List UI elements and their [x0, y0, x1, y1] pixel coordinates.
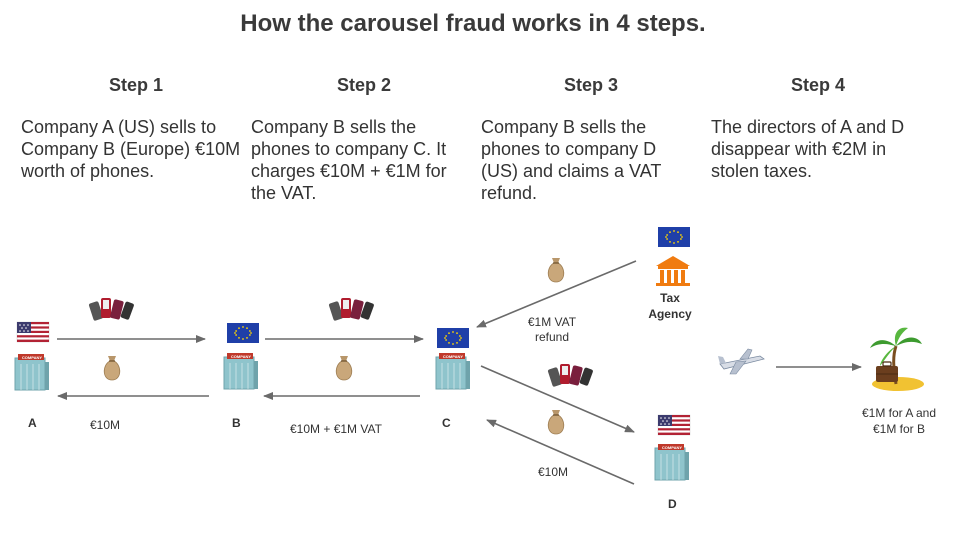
step-3-description: Company B sells the phones to company D …: [481, 117, 662, 203]
money-bag-icon: [547, 409, 565, 435]
tax-agency-building-icon: [656, 256, 690, 286]
money-bag-icon: [547, 257, 565, 283]
node-label-b: B: [232, 416, 241, 430]
company-building-icon: COMPANY: [14, 353, 50, 391]
company-sign: COMPANY: [22, 355, 42, 360]
node-label-a: A: [28, 416, 37, 430]
label-stolen-split-line2: €1M for B: [872, 422, 926, 436]
airplane-icon: [718, 348, 765, 375]
step-3-heading: Step 3: [563, 75, 619, 95]
us-flag-icon: [657, 414, 691, 436]
label-vat-refund-line1: €1M VAT: [527, 315, 577, 329]
arrow-c-to-d-goods: [480, 365, 635, 433]
tax-agency-label-line2: Agency: [648, 307, 692, 321]
us-flag-icon: [16, 321, 50, 343]
palm-island-suitcase-icon: [870, 327, 924, 391]
label-vat-refund-line2: refund: [534, 330, 570, 344]
step-1-heading: Step 1: [108, 75, 164, 95]
label-d-c-money: €10M: [538, 465, 569, 479]
eu-flag-icon: [227, 323, 259, 343]
step-2-description: Company B sells the phones to company C.…: [251, 117, 447, 203]
phones-icon: [88, 298, 135, 322]
company-sign: COMPANY: [443, 354, 463, 359]
arrow-agency-to-c-refund: [476, 260, 637, 328]
diagram-title: How the carousel fraud works in 4 steps.: [240, 10, 706, 37]
company-sign: COMPANY: [231, 354, 251, 359]
step-1-description: Company A (US) sells to Company B (Europ…: [21, 117, 241, 181]
node-label-c: C: [442, 416, 451, 430]
phones-icon: [328, 298, 375, 322]
money-bag-icon: [103, 355, 121, 381]
label-stolen-split-line1: €1M for A and: [861, 406, 937, 420]
label-stolen-split: €1M for A and €1M for B: [850, 405, 948, 437]
step-4-heading: Step 4: [790, 75, 846, 95]
phones-icon: [547, 364, 594, 388]
step-2-heading: Step 2: [336, 75, 392, 95]
tax-agency-label: Tax Agency: [640, 290, 700, 322]
company-building-icon: COMPANY: [435, 352, 471, 390]
tax-agency-label-line1: Tax: [660, 291, 680, 305]
company-building-icon: COMPANY: [654, 443, 690, 481]
label-b-c-money: €10M + €1M VAT: [290, 422, 382, 436]
eu-flag-icon: [658, 227, 690, 247]
label-vat-refund: €1M VAT refund: [512, 315, 592, 345]
label-a-b-money: €10M: [90, 418, 121, 432]
company-sign: COMPANY: [662, 445, 682, 450]
company-building-icon: COMPANY: [223, 352, 259, 390]
eu-flag-icon: [437, 328, 469, 348]
money-bag-icon: [335, 355, 353, 381]
step-4-description: The directors of A and D disappear with …: [711, 117, 905, 181]
node-label-d: D: [668, 497, 677, 511]
arrow-d-to-c-payment: [486, 419, 635, 485]
